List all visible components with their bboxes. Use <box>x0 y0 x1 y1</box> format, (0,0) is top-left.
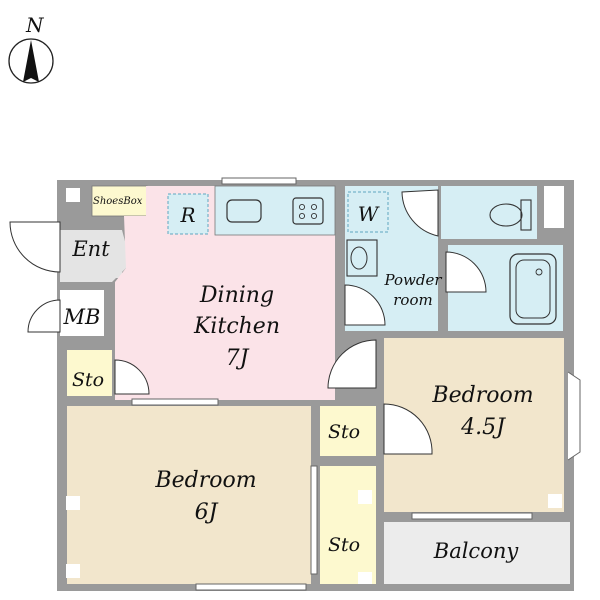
burner-icon <box>310 212 318 220</box>
basin-bowl-icon <box>350 246 368 270</box>
storage-entrance-area <box>67 350 112 396</box>
storage-door-swing <box>114 359 150 395</box>
dining-kitchen-area <box>115 186 335 400</box>
window <box>310 465 318 575</box>
washer-label: W <box>358 202 380 226</box>
pillar <box>358 490 372 504</box>
bedroom-small-label-1: Bedroom <box>431 383 533 408</box>
kitchen-counter <box>214 185 336 236</box>
washer-space <box>347 191 389 233</box>
bedroom-large-label-1: Bedroom <box>154 468 256 493</box>
shoes-box-label: ShoesBox <box>93 196 143 207</box>
storage-lower-label: Sto <box>328 534 360 556</box>
bay-window <box>567 371 581 461</box>
toilet-room <box>441 186 537 239</box>
storage-middle-label: Sto <box>328 421 360 443</box>
toilet-door-swing <box>401 189 439 237</box>
bath-door-swing <box>445 251 487 293</box>
bedroom-large-label-2: 6J <box>195 500 219 525</box>
refrigerator-label: R <box>179 203 195 227</box>
storage-middle-area <box>320 406 376 456</box>
bedroom-large-area <box>67 406 311 584</box>
burner-icon <box>310 203 318 211</box>
meter-box-label: MB <box>63 305 101 329</box>
kitchen-door-swing <box>344 284 386 326</box>
bathtub-icon <box>509 253 557 325</box>
pillar <box>66 188 80 202</box>
living-door-swing <box>327 339 377 389</box>
washbasin-icon <box>346 239 378 277</box>
dining-kitchen-label-2: Kitchen <box>193 314 280 339</box>
storage-entrance-label: Sto <box>72 369 104 391</box>
window <box>221 177 297 185</box>
sink-icon <box>226 199 262 223</box>
dining-kitchen-label-3: 7J <box>226 346 250 371</box>
refrigerator-space <box>167 193 209 235</box>
burner-icon <box>298 212 306 220</box>
pillar <box>66 564 80 578</box>
bedroom-small-label-2: 4.5J <box>460 415 506 440</box>
door-swings <box>9 189 487 455</box>
windows <box>131 177 581 591</box>
compass-ring <box>8 38 54 84</box>
bathtub-inner-icon <box>515 259 551 319</box>
meter-box <box>60 290 104 336</box>
powder-room-label-1: Powder <box>383 271 442 289</box>
compass: N <box>8 13 54 84</box>
meter-door-swing <box>27 299 61 333</box>
toilet-bowl-icon <box>489 203 523 227</box>
drain-icon <box>535 268 543 276</box>
stove-icon <box>292 197 324 225</box>
compass-needle-icon <box>23 40 39 82</box>
pillar <box>66 496 80 510</box>
pillar <box>358 572 372 584</box>
bedroom-door-swing <box>383 403 433 455</box>
balcony-area <box>384 522 570 584</box>
balcony-label: Balcony <box>433 539 520 563</box>
window <box>195 583 307 591</box>
window <box>131 398 219 406</box>
entrance-label: Ent <box>71 237 110 261</box>
pillar <box>548 494 562 508</box>
toilet-tank-icon <box>520 199 532 231</box>
pillar <box>546 188 560 202</box>
burner-icon <box>298 203 306 211</box>
entrance-door-swing <box>9 221 61 273</box>
dining-kitchen-label-1: Dining <box>199 283 274 308</box>
compass-label: N <box>25 13 45 37</box>
entrance-chamfer <box>60 230 126 282</box>
powder-room-label-2: room <box>393 291 432 309</box>
window <box>411 512 533 520</box>
storage-lower-area <box>320 466 376 584</box>
